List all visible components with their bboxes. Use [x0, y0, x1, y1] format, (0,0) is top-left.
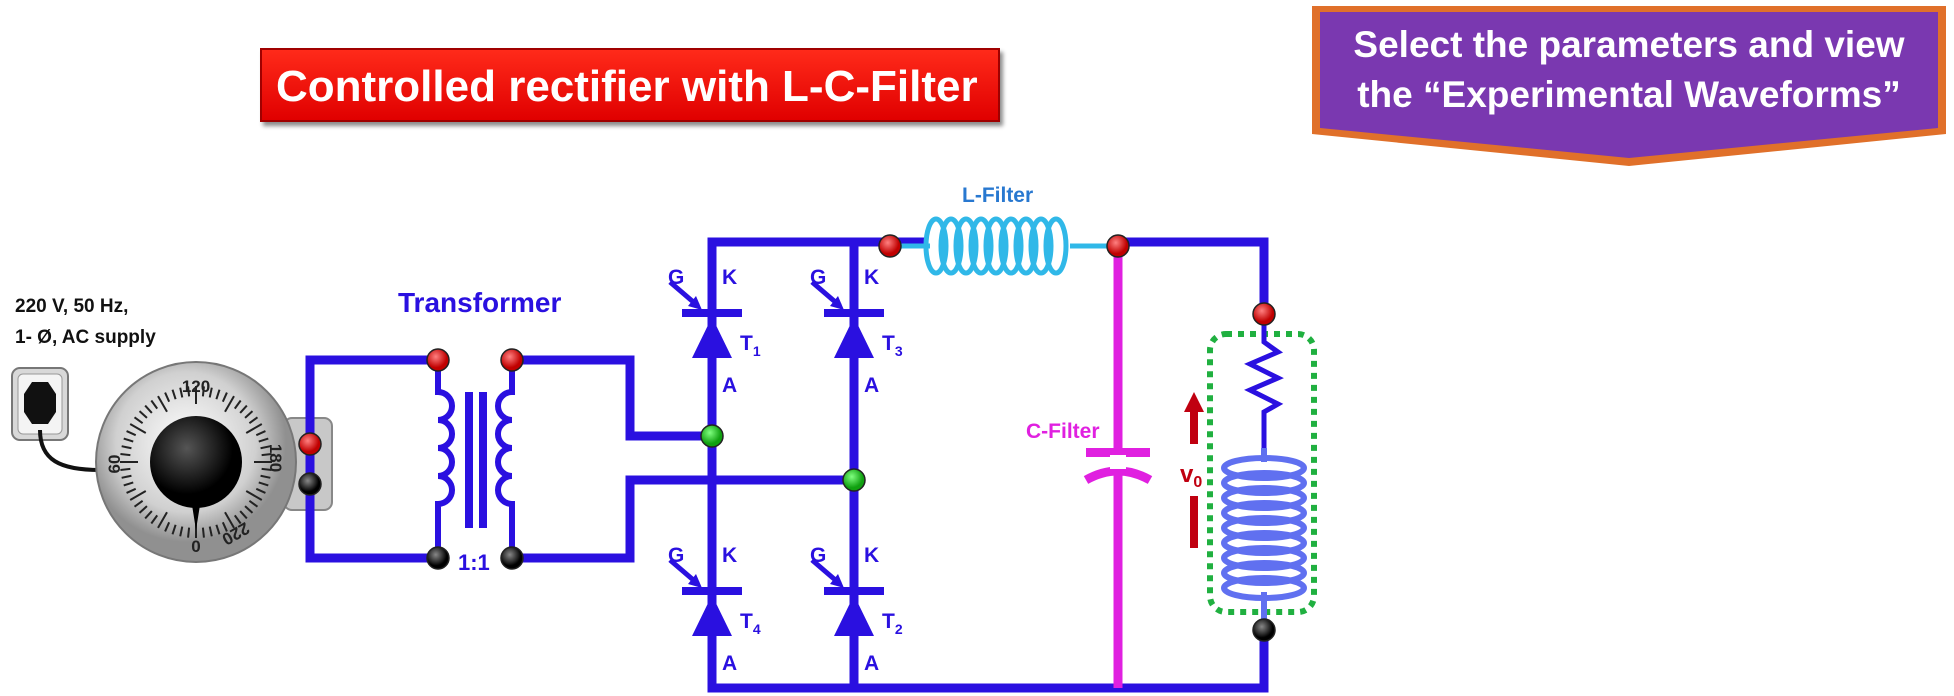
transformer-core-right	[479, 392, 487, 528]
primary-coil	[435, 366, 455, 558]
c-filter-capacitor[interactable]	[1083, 448, 1153, 484]
supply-cable	[38, 429, 101, 472]
experimental-waveforms-banner[interactable]	[1306, 2, 1952, 170]
dial-mark-220: 220	[219, 518, 253, 549]
svg-text:1- Ø, AC supply: 1- Ø, AC supply	[15, 327, 156, 348]
thyristor-t2[interactable]: G K AT2	[810, 544, 903, 675]
variac-dial[interactable]: 120 60 180 0 220	[95, 361, 333, 563]
gate-label: G	[668, 544, 684, 567]
thyristor-label: T4	[740, 610, 761, 637]
thyristor-label: T3	[882, 332, 903, 359]
transformer-core-left	[465, 392, 473, 528]
anode-label: A	[722, 374, 737, 397]
thyristor-label: T2	[882, 610, 903, 637]
cta-line-2: the “Experimental Waveforms”	[1357, 74, 1901, 115]
bridge-node-a[interactable]	[700, 424, 724, 448]
gate-label: G	[810, 266, 826, 289]
l-filter-label: L-Filter	[962, 184, 1033, 207]
dial-mark-180: 180	[266, 444, 285, 472]
thyristor-label: T1	[740, 332, 761, 359]
l-filter-right-terminal[interactable]	[1106, 234, 1130, 258]
dial-mark-120: 120	[182, 377, 210, 396]
cathode-label: K	[864, 266, 879, 289]
transformer[interactable]	[435, 366, 515, 558]
thyristor-t4[interactable]: G K AT4	[668, 544, 761, 675]
thyristor-t1[interactable]: G K AT1	[668, 266, 761, 397]
primary-red-terminal[interactable]	[426, 348, 450, 372]
page-title: Controlled rectifier with L-C-Filter	[260, 48, 1000, 122]
cathode-label: K	[722, 544, 737, 567]
primary-black-terminal[interactable]	[426, 546, 450, 570]
svg-text:220 V, 50 Hz,: 220 V, 50 Hz,	[15, 296, 128, 317]
output-voltage-label: v0	[1180, 461, 1202, 491]
supply-label: 220 V, 50 Hz, 1- Ø, AC supply	[15, 296, 156, 348]
dial-mark-60: 60	[105, 455, 124, 474]
l-filter-left-terminal[interactable]	[878, 234, 902, 258]
c-filter-label: C-Filter	[1026, 420, 1100, 443]
secondary-red-terminal[interactable]	[500, 348, 524, 372]
variac-output-red-terminal[interactable]	[298, 432, 322, 456]
cta-line-1: Select the parameters and view	[1353, 24, 1905, 65]
circuit-wires	[305, 237, 1269, 693]
transformer-ratio: 1:1	[458, 550, 490, 575]
gate-label: G	[668, 266, 684, 289]
load-bottom-terminal[interactable]	[1252, 618, 1276, 642]
dial-knob[interactable]	[150, 416, 242, 508]
bridge-node-b[interactable]	[842, 468, 866, 492]
anode-label: A	[864, 374, 879, 397]
variac-output-black-terminal[interactable]	[298, 472, 322, 496]
dial-mark-0: 0	[191, 537, 200, 556]
load-box	[1207, 331, 1317, 615]
secondary-black-terminal[interactable]	[500, 546, 524, 570]
anode-label: A	[864, 652, 879, 675]
cathode-label: K	[722, 266, 737, 289]
secondary-coil	[495, 366, 515, 558]
output-voltage-arrow	[1184, 392, 1204, 548]
transformer-label: Transformer	[398, 287, 561, 318]
load-resistor[interactable]	[1244, 314, 1284, 448]
wall-socket-icon[interactable]	[11, 367, 69, 441]
load-inductor-coil[interactable]	[1221, 448, 1307, 630]
anode-label: A	[722, 652, 737, 675]
gate-label: G	[810, 544, 826, 567]
thyristor-t3[interactable]: G K AT3	[810, 266, 903, 397]
cathode-label: K	[864, 544, 879, 567]
load-top-terminal[interactable]	[1252, 302, 1276, 326]
experimental-waveforms-link[interactable]: Select the parameters and view the “Expe…	[1318, 20, 1940, 120]
dial-pointer	[192, 505, 200, 530]
l-filter-inductor[interactable]	[890, 216, 1112, 276]
